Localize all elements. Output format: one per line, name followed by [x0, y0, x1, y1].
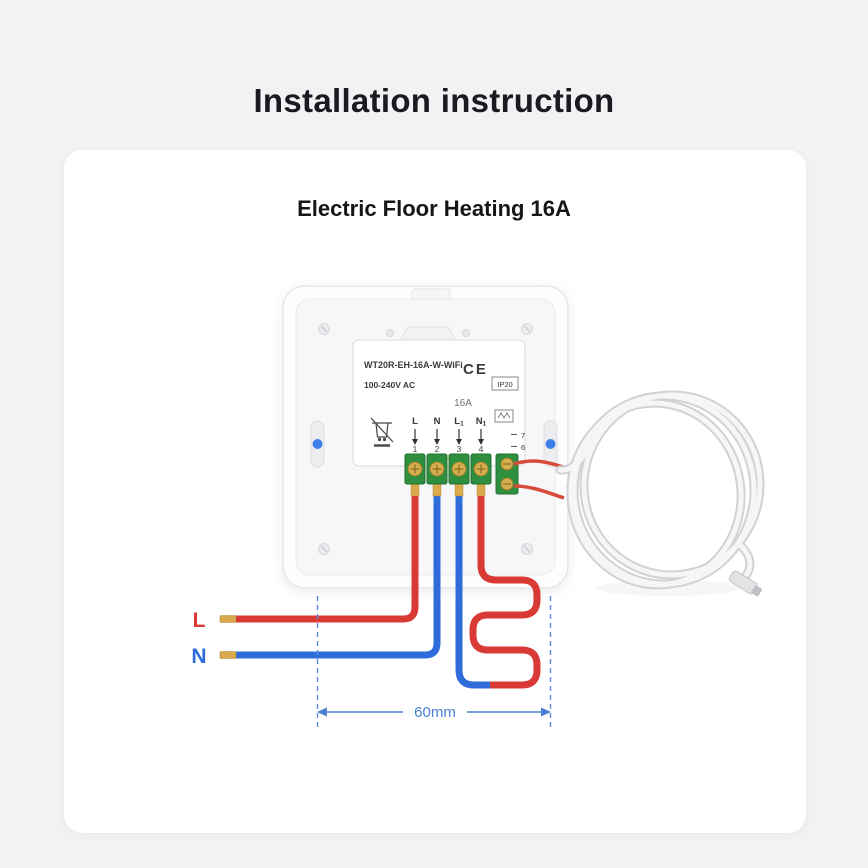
connector-tip — [751, 585, 762, 597]
wire-ferrule — [432, 483, 442, 497]
load-neutral-lead — [455, 488, 490, 689]
sensor-cable-coil — [555, 390, 765, 597]
weee-bin-icon — [370, 417, 394, 447]
live-wire — [236, 488, 419, 623]
neutral-wire-ferrule — [219, 651, 237, 659]
screw-slots — [320, 325, 531, 553]
ip-rating-text: IP20 — [497, 380, 512, 389]
terminal-label: N1 — [476, 416, 487, 428]
device-power-text: 100-240V AC — [364, 380, 415, 390]
terminal-screw-slots — [410, 463, 511, 485]
sensor-cable-connector — [728, 570, 762, 597]
terminal-label: L1 — [454, 416, 464, 428]
terminal-label: L — [412, 416, 418, 427]
terminal-blocks — [404, 453, 519, 497]
neutral-wire — [236, 488, 441, 659]
wires — [236, 488, 541, 689]
device-model-text: WT20R-EH-16A-W-WiFi — [364, 360, 463, 370]
floor-sensor-icon-squiggle — [497, 412, 511, 419]
dimension-annotation: 60mm — [316, 596, 552, 728]
screw-icon — [386, 329, 394, 337]
sensor-terminal-number: 7 — [521, 431, 525, 440]
terminal-down-arrows — [412, 429, 484, 445]
screw-icon — [462, 329, 470, 337]
dimension-label: 60mm — [414, 704, 456, 721]
neutral-label: N — [191, 645, 206, 668]
module-clip — [399, 326, 457, 342]
sensor-lead-wire — [513, 484, 565, 500]
mounting-hole-marker-left — [312, 439, 323, 449]
floor-sensor-icon — [494, 409, 514, 423]
terminal-number: 1 — [413, 444, 418, 454]
terminal-number: 3 — [457, 444, 462, 454]
live-label: L — [193, 609, 206, 632]
wire-ferrule — [410, 483, 420, 497]
mounting-hole-marker-right — [545, 439, 556, 449]
page-title: Installation instruction — [253, 82, 615, 119]
coil-core — [557, 392, 763, 588]
ip-rating-box — [491, 376, 519, 391]
card-subtitle: Electric Floor Heating 16A — [297, 196, 571, 221]
wire-ferrule — [476, 483, 486, 497]
thermostat-device: WT20R-EH-16A-W-WiFi 100-240V AC CE IP20 … — [282, 285, 569, 589]
dimension-arrow-left — [317, 707, 327, 717]
ce-mark: CE — [463, 361, 488, 378]
device-top-tab — [411, 288, 451, 301]
terminal-labels: L N L1 N1 — [412, 416, 487, 428]
current-rating-text: 16A — [454, 398, 472, 409]
wire-ferrule — [454, 483, 464, 497]
live-wire-ferrule — [219, 615, 237, 623]
terminal-number: 2 — [435, 444, 440, 454]
dimension-arrow-right — [541, 707, 551, 717]
terminal-number: 4 — [479, 444, 484, 454]
heating-cable — [469, 488, 541, 689]
terminal-numbers: 1 2 3 4 — [413, 444, 484, 454]
sensor-terminal-number: 6 — [521, 443, 525, 452]
terminal-label: N — [434, 416, 441, 427]
